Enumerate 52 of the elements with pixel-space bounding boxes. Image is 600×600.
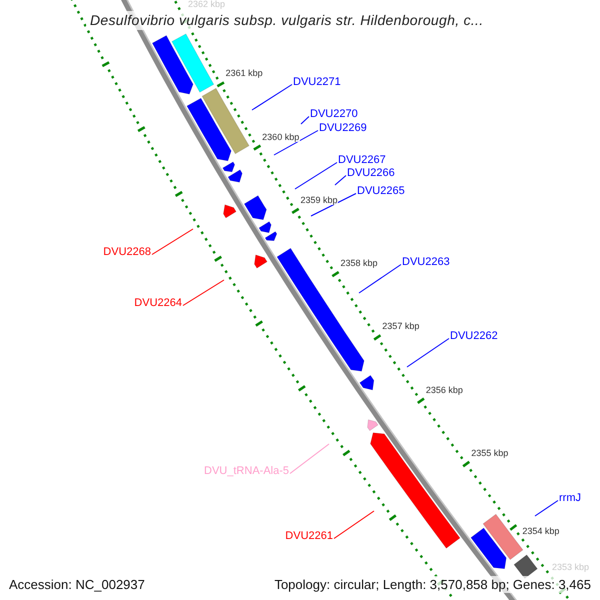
leader-line: [334, 510, 374, 539]
gene-feature: [244, 195, 267, 220]
gene-label: DVU2263: [402, 257, 450, 268]
scale-label: 2355 kbp: [470, 449, 510, 458]
gene-feature: [264, 231, 278, 242]
gene-feature: [258, 221, 272, 234]
gene-label: DVU2264: [134, 298, 182, 309]
scale-label: 2360 kbp: [261, 132, 300, 142]
gene-label: DVU2269: [319, 123, 367, 134]
leader-line: [300, 116, 310, 124]
gene-feature: [152, 35, 194, 94]
leader-line: [534, 500, 558, 516]
leader-line: [294, 162, 338, 190]
scale-label: 2359 kbp: [299, 196, 338, 205]
gene-feature: [222, 161, 236, 172]
gene-feature: [470, 528, 507, 570]
gene-label: DVU2266: [347, 168, 395, 179]
gene-feature: [172, 34, 214, 93]
gene-feature: [186, 98, 232, 162]
gene-label: rrmJ: [559, 493, 581, 504]
gene-feature: [276, 248, 364, 372]
leader-line: [252, 84, 292, 110]
scale-label: 2356 kbp: [424, 386, 464, 395]
gene-label: DVU2261: [285, 531, 333, 542]
scale-label: 2354 kbp: [521, 527, 560, 536]
gene-label: DVU2262: [450, 331, 498, 342]
leader-line: [290, 444, 330, 474]
gene-label: DVU_tRNA-Ala-5: [204, 466, 289, 477]
gene-label: DVU2268: [103, 247, 151, 258]
gene-feature: [359, 374, 374, 390]
gene-feature: [370, 432, 460, 549]
gene-feature: [254, 254, 268, 269]
leader-line: [358, 264, 402, 294]
leader-line: [182, 280, 224, 306]
scale-label: 2357 kbp: [381, 322, 420, 332]
scale-label: 2361 kbp: [224, 69, 264, 78]
gene-feature: [223, 204, 236, 218]
leader-line: [334, 175, 346, 186]
gene-label: DVU2271: [293, 77, 341, 88]
leader-line: [310, 193, 356, 216]
scale-label: 2358 kbp: [339, 259, 379, 268]
leader-line: [406, 338, 450, 368]
leader-line: [274, 130, 318, 156]
gene-label: DVU2265: [357, 186, 405, 197]
gene-feature: [228, 169, 243, 183]
gene-feature: [202, 88, 250, 154]
gene-label: DVU2267: [338, 155, 386, 166]
gene-label: DVU2270: [310, 109, 358, 120]
gene-feature: [367, 419, 378, 432]
gene-feature: [514, 554, 538, 579]
gene-feature: [482, 514, 524, 560]
leader-line: [152, 228, 194, 255]
